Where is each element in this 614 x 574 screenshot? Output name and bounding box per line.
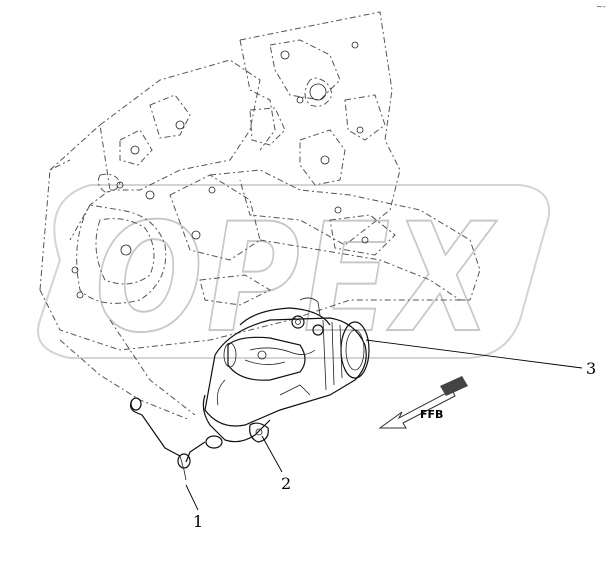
direction-arrow-icon xyxy=(378,389,456,429)
callout-1: 1 xyxy=(193,512,203,531)
watermark-text: OPEX xyxy=(95,192,497,366)
starter-motor xyxy=(185,297,370,463)
callout-2: 2 xyxy=(281,474,291,493)
callout-3: 3 xyxy=(586,359,596,378)
corner-mark: ~- xyxy=(596,2,606,11)
watermark: OPEX xyxy=(37,184,550,367)
leader-line-2 xyxy=(261,435,283,473)
leader-lines xyxy=(185,339,583,511)
direction-indicator: FFB xyxy=(378,376,468,429)
direction-label: FFB xyxy=(420,408,443,421)
leader-line-1 xyxy=(185,484,199,511)
leader-line-3 xyxy=(365,339,583,369)
wire-bracket xyxy=(129,397,191,481)
